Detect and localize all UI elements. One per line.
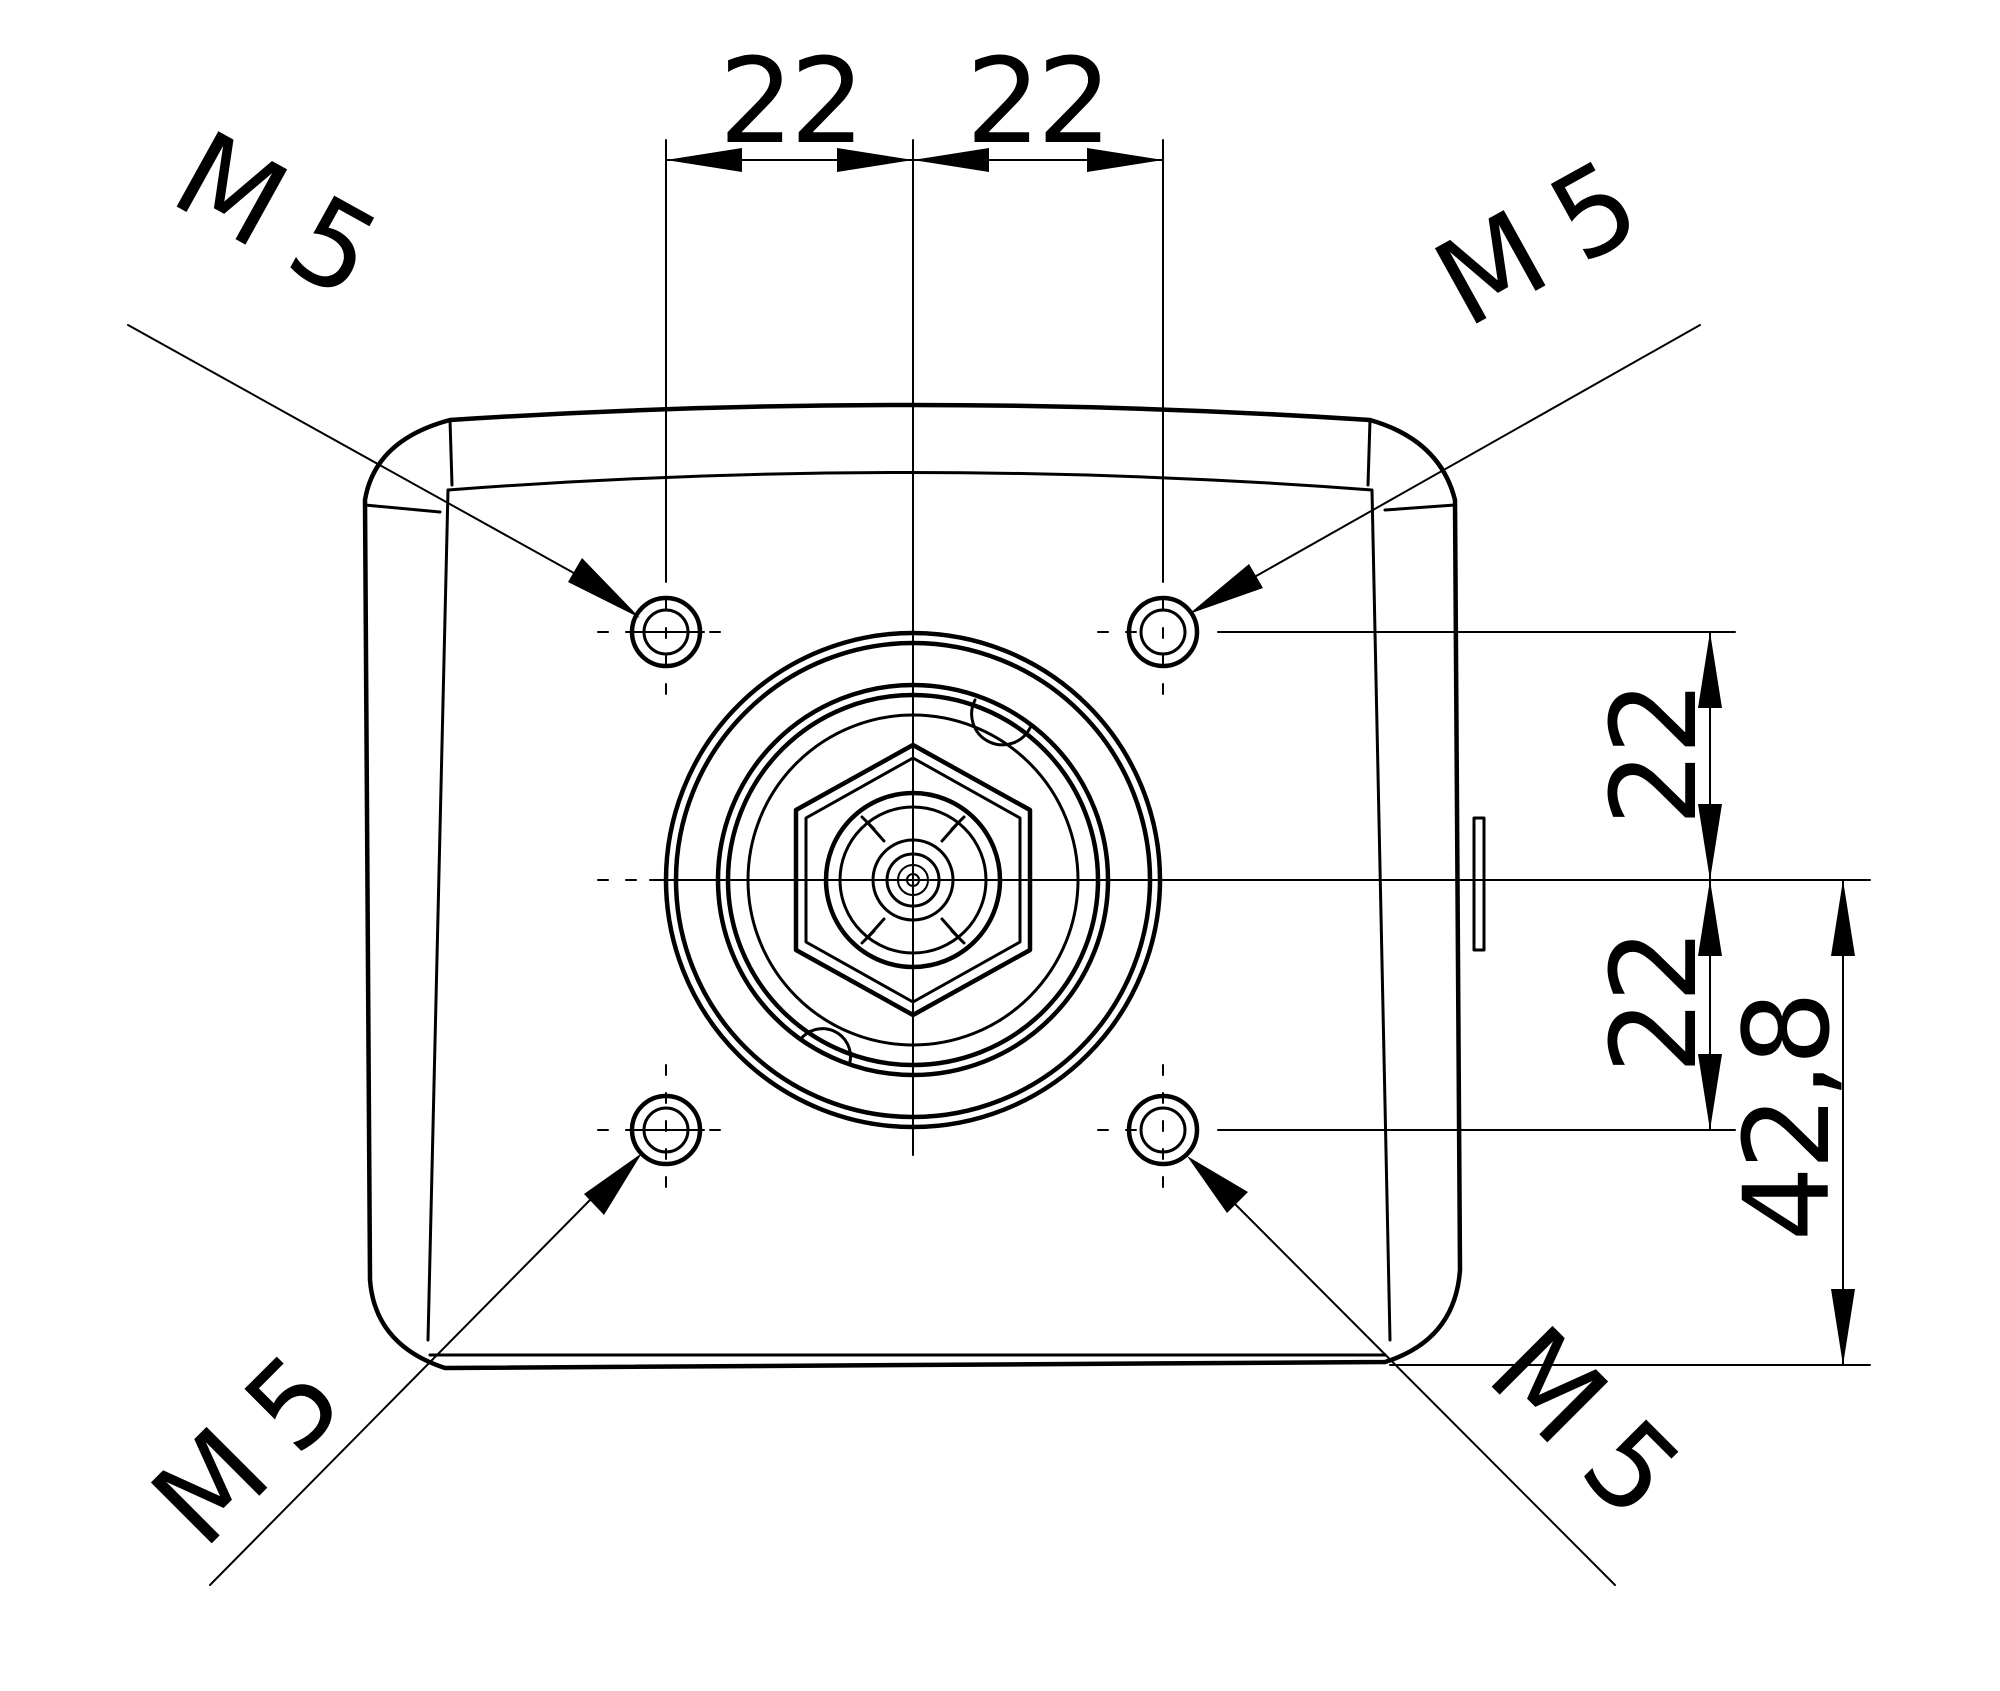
dimension-lines	[665, 148, 1855, 1366]
thread-leaders	[127, 324, 1701, 1586]
dimension-right-upper: 22	[1585, 684, 1723, 826]
thread-label-top-right: M 5	[1413, 135, 1657, 354]
hole-top-left	[597, 571, 739, 701]
thread-label-top-left: M 5	[153, 105, 397, 324]
hole-bottom-left	[597, 1064, 739, 1201]
housing-outline	[362, 402, 1486, 1371]
dimension-right-lower: 22	[1585, 932, 1723, 1074]
hole-top-right	[1097, 571, 1200, 701]
extension-lines	[665, 139, 1871, 1366]
thread-label-bottom-right: M 5	[1464, 1301, 1705, 1542]
thread-label-bottom-left: M 5	[126, 1331, 367, 1572]
dimension-top-left: 22	[719, 32, 861, 170]
center-lines	[597, 139, 1871, 1156]
hole-bottom-right	[1097, 1064, 1200, 1201]
dimension-height: 42,8	[1718, 995, 1856, 1242]
dimension-top-right: 22	[966, 32, 1108, 170]
